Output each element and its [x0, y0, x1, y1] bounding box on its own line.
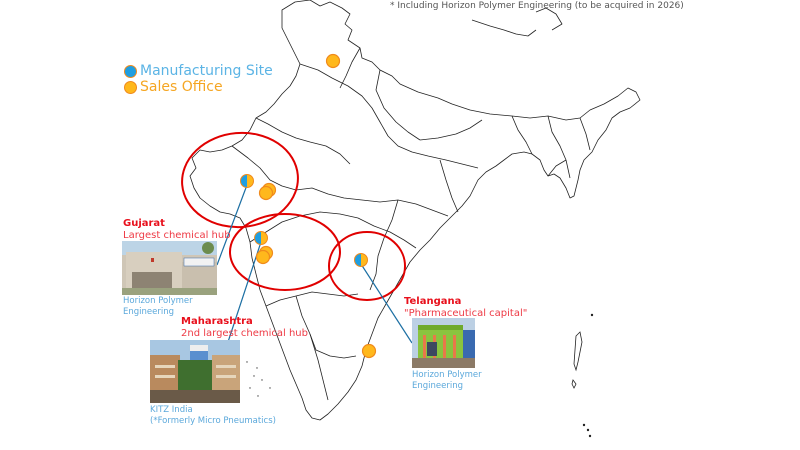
- site-caption-line: Horizon Polymer: [123, 296, 193, 306]
- site-caption-line: KITZ India: [150, 405, 193, 415]
- site-caption-gujarat: Horizon Polymer Engineering: [123, 296, 193, 318]
- region-description: "Pharmaceutical capital": [404, 308, 528, 319]
- lakshadweep-islands: [246, 361, 271, 397]
- sales-office-marker: [255, 249, 271, 265]
- region-label-gujarat: Gujarat Largest chemical hub: [123, 218, 231, 242]
- site-caption-line: Engineering: [123, 307, 174, 317]
- region-description: 2nd largest chemical hub: [181, 328, 308, 339]
- legend-label-sales: Sales Office: [140, 79, 223, 95]
- region-name: Maharashtra: [181, 316, 253, 327]
- sales-office-marker: [258, 185, 274, 201]
- site-caption-telangana: Horizon Polymer Engineering: [412, 370, 482, 392]
- highlight-circles: [181, 131, 406, 301]
- manufacturing-site-marker: [354, 253, 368, 267]
- site-caption-line: (*Formerly Micro Pneumatics): [150, 416, 276, 426]
- gujarat-site-photo: [122, 241, 217, 295]
- legend: Manufacturing Site Sales Office: [124, 63, 273, 95]
- region-label-maharashtra: Maharashtra 2nd largest chemical hub: [181, 316, 308, 340]
- footnote: * Including Horizon Polymer Engineering …: [390, 1, 684, 11]
- site-caption-maharashtra: KITZ India (*Formerly Micro Pneumatics): [150, 405, 276, 427]
- region-label-telangana: Telangana "Pharmaceutical capital": [404, 296, 527, 320]
- region-name: Telangana: [404, 296, 462, 307]
- maharashtra-site-photo: [150, 340, 240, 403]
- gujarat-highlight-circle: [181, 131, 299, 229]
- sales-office-icon: [124, 80, 137, 94]
- leader-lines: [216, 184, 413, 346]
- region-description: Largest chemical hub: [123, 230, 231, 241]
- site-caption-line: Horizon Polymer: [412, 370, 482, 380]
- maharashtra-highlight-circle: [229, 213, 341, 291]
- telangana-highlight-circle: [328, 231, 406, 301]
- markers: [240, 53, 377, 359]
- manufacturing-site-marker: [240, 174, 254, 188]
- telangana-site-photo: [412, 318, 475, 368]
- gujarat-leader-line: [216, 184, 248, 266]
- legend-label-manufacturing: Manufacturing Site: [140, 63, 273, 79]
- manufacturing-site-marker: [254, 231, 268, 245]
- legend-item-sales: Sales Office: [124, 79, 273, 95]
- manufacturing-site-icon: [124, 64, 137, 78]
- sales-office-marker: [325, 53, 341, 69]
- andaman-islands: [571, 313, 594, 438]
- telangana-leader-line: [360, 263, 413, 344]
- state-boundaries: [189, 0, 641, 421]
- legend-item-manufacturing: Manufacturing Site: [124, 63, 273, 79]
- sales-office-marker: [361, 343, 377, 359]
- maharashtra-leader-line: [226, 241, 262, 346]
- site-caption-line: Engineering: [412, 381, 463, 391]
- region-name: Gujarat: [123, 218, 165, 229]
